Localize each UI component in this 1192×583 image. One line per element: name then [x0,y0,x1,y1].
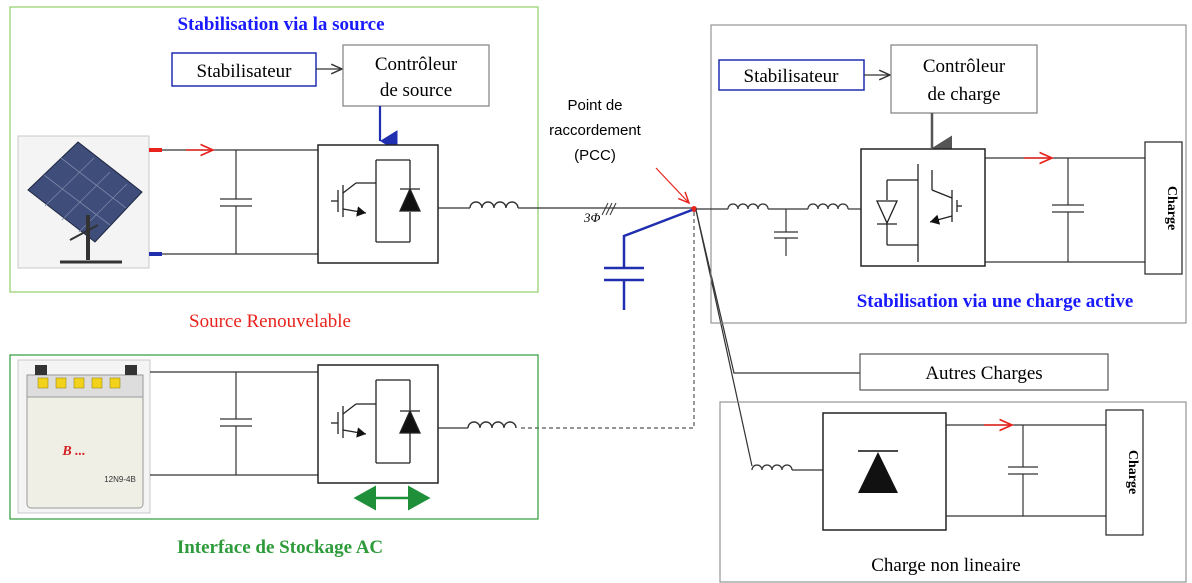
pcc-pointer [655,167,689,203]
source-section-title: Stabilisation via la source [177,14,384,35]
storage-converter-box [317,364,439,484]
solar-panel-image [17,135,150,269]
source-stabilizer-box [171,52,317,87]
load-igbt-symbol [875,164,962,262]
pcc-label-line3: (PCC) [574,147,616,164]
load-stabilizer-box [718,59,865,91]
nonlinear-inductor [751,464,793,471]
active-load-label: Charge [1164,186,1179,230]
source-controller-box [342,44,490,107]
battery-brand: B ... [61,444,85,459]
pcc-label-line1: Point de [567,97,622,114]
load-controller-line1: Contrôleur [923,56,1006,77]
source-inductor [469,201,519,209]
load-controller-box [890,44,1038,114]
battery-model: 12N9-4B [104,475,136,484]
load-filter-inductor-2 [807,203,849,210]
other-loads-label: Autres Charges [925,363,1042,384]
source-dc-capacitor [220,150,252,254]
nonlinear-load-resistor-box [1105,409,1144,536]
load-filter-capacitor [774,209,798,256]
load-stabilizer-label: Stabilisateur [744,66,840,87]
active-load-section-box [710,24,1187,324]
nonlinear-section-caption: Charge non lineaire [871,555,1021,576]
storage-dashed-link [520,212,695,429]
source-section-box [9,6,539,293]
phase-label: 3Φ [583,210,601,225]
storage-section-title: Interface de Stockage AC [177,537,383,558]
nonlinear-dc-capacitor [1008,425,1038,516]
source-stabilizer-label: Stabilisateur [197,61,293,82]
nonlinear-section-box [719,401,1187,583]
source-controller-line1: Contrôleur [375,54,458,75]
active-load-section-title: Stabilisation via une charge active [857,291,1134,312]
load-filter-inductor-1 [727,203,769,210]
rectifier-diode-symbol [858,450,898,493]
load-controller-line2: de charge [928,84,1001,105]
source-section-caption: Source Renouvelable [189,311,351,332]
storage-dc-capacitor [220,372,252,475]
battery-image: B ... 12N9-4B [17,359,151,514]
storage-inductor [467,421,517,429]
storage-igbt-symbol [331,379,422,464]
load-dc-capacitor [1052,158,1084,262]
storage-section-box [9,354,539,520]
load-converter-box [860,148,986,267]
pcc-label-line2: raccordement [549,122,642,139]
source-converter-box [317,144,439,264]
source-controller-line2: de source [380,80,452,101]
source-igbt-symbol [331,159,422,243]
other-loads-box [859,353,1109,391]
pcc-compensation-capacitor [604,208,693,310]
nonlinear-load-label: Charge [1125,450,1140,494]
active-load-resistor-box [1144,141,1183,275]
